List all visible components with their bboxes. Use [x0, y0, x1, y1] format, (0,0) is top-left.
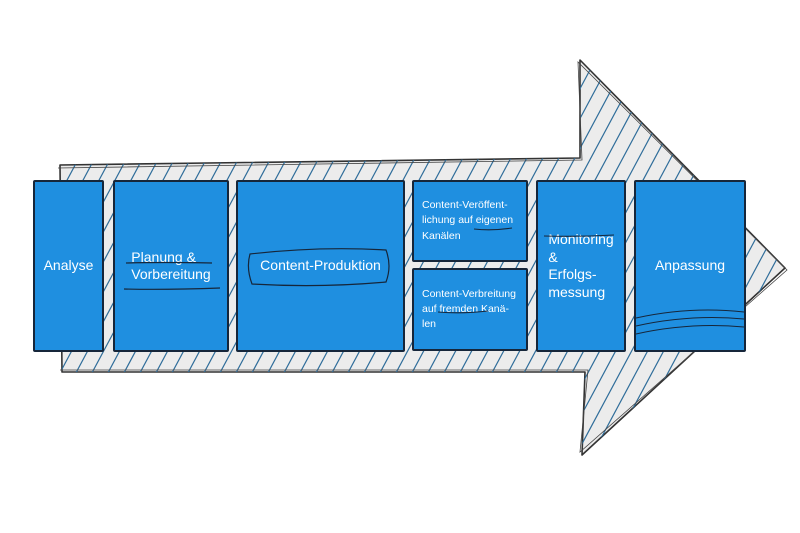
hatch-line: [0, 40, 30, 470]
step-planung: Planung & Vorbereitung: [113, 180, 229, 352]
step-label: Content-Produktion: [260, 257, 381, 274]
step-anpassung: Anpassung: [634, 180, 746, 352]
step-content-produktion: Content-Produktion: [236, 180, 405, 352]
step-label: Monitoring & Erfolgs- messung: [548, 231, 614, 300]
arrow-outline-sketch: [57, 60, 788, 453]
hatch-line: [775, 60, 785, 455]
step-label: Content-Veröffent- lichung auf eigenen K…: [422, 199, 514, 242]
step-label: Analyse: [43, 257, 94, 274]
step-label: Content-Verbreitung auf fremden Kanä- le…: [422, 287, 516, 331]
step-analyse: Analyse: [33, 180, 104, 352]
hatch-line: [792, 40, 800, 470]
step-label: Planung & Vorbereitung: [131, 248, 211, 283]
step-monitoring: Monitoring & Erfolgs- messung: [536, 180, 626, 352]
step-label: Anpassung: [654, 257, 726, 274]
step-content-verbreitung: Content-Verbreitung auf fremden Kanä- le…: [412, 268, 528, 351]
step-content-veroeffentlichung: Content-Veröffent- lichung auf eigenen K…: [412, 180, 528, 262]
